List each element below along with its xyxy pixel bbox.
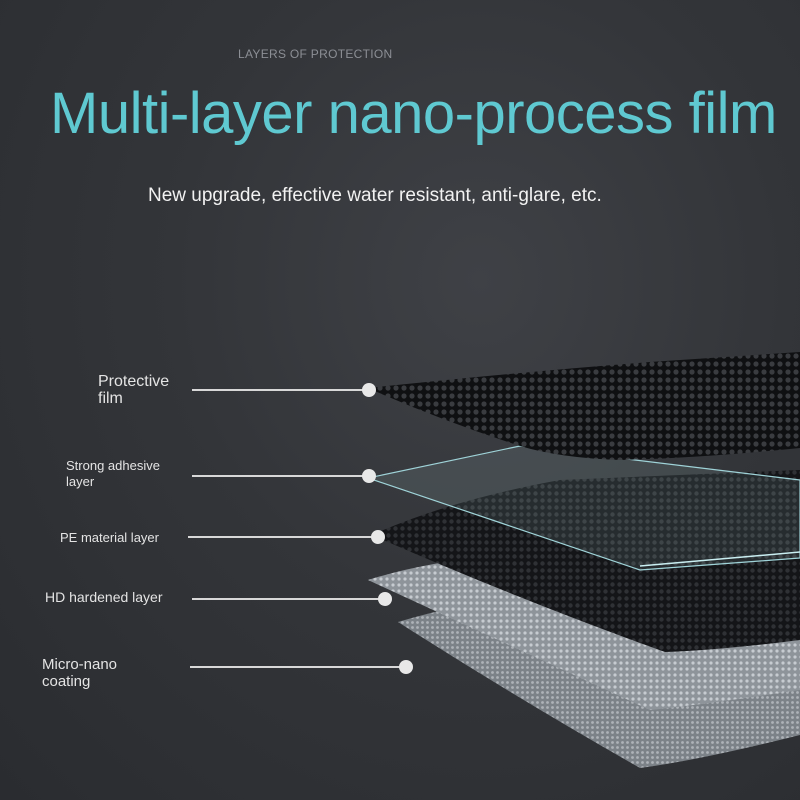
adhesive-edge-highlight: [639, 551, 800, 567]
subtitle: New upgrade, effective water resistant, …: [148, 185, 602, 206]
label-hd-hardened-layer: HD hardened layer: [45, 589, 163, 606]
label-line: Protective: [98, 373, 170, 390]
protective-film-layer: [368, 352, 800, 460]
label-micro-nano-coating: Micro-nano coating: [42, 656, 117, 690]
pointer-dot: [378, 592, 392, 606]
section-kicker: LAYERS OF PROTECTION: [238, 47, 393, 61]
label-strong-adhesive-layer: Strong adhesive layer: [66, 458, 160, 490]
label-line: layer: [66, 474, 95, 489]
pointer-dot: [371, 530, 385, 544]
pointer-dot: [362, 383, 376, 397]
label-line: film: [98, 390, 123, 407]
label-line: Micro-nano: [42, 656, 118, 673]
adhesive-glass-layer: [365, 445, 800, 571]
label-line: coating: [42, 673, 91, 690]
pointer-dot: [399, 660, 413, 674]
pointer-dot: [362, 469, 376, 483]
page-title: Multi-layer nano-process film: [50, 81, 777, 146]
label-protective-film: Protective film: [98, 373, 169, 407]
label-line: Strong adhesive: [66, 458, 160, 473]
label-line: PE material layer: [60, 530, 159, 545]
label-pe-material-layer: PE material layer: [60, 529, 159, 546]
label-line: HD hardened layer: [45, 589, 163, 605]
